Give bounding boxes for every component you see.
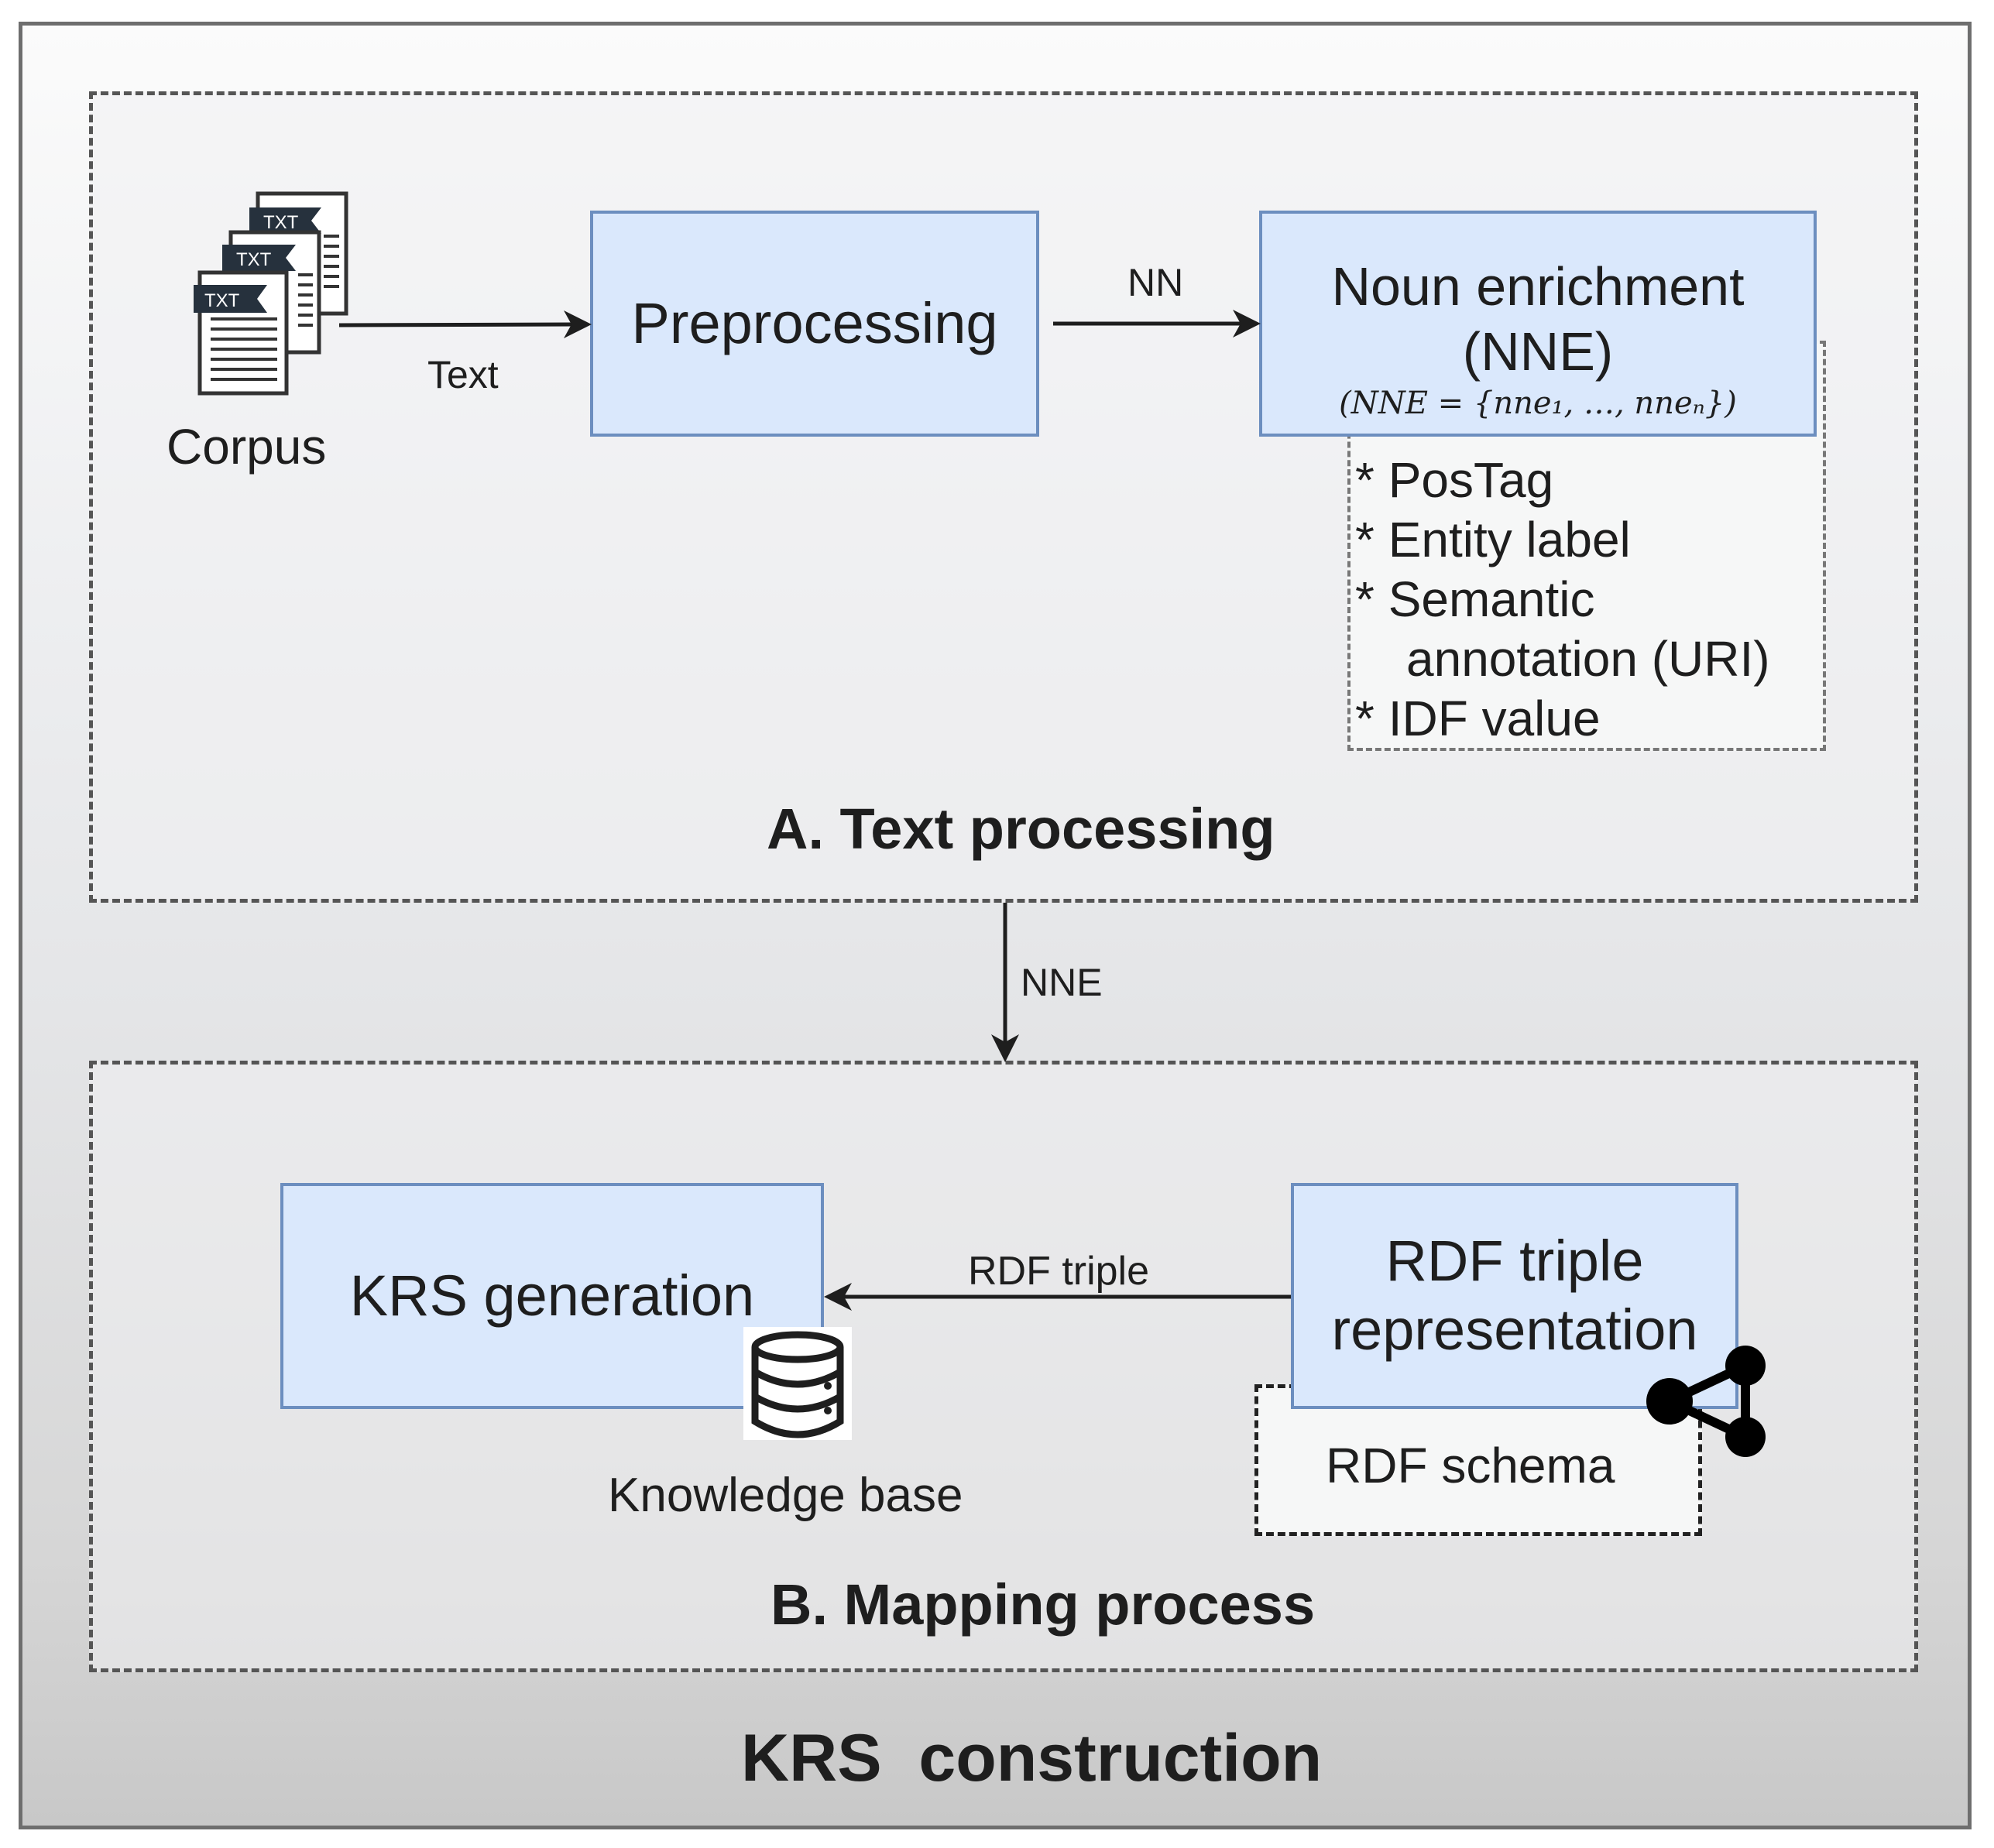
attribute-annotation-uri: annotation (URI) (1406, 631, 1770, 687)
edge-text-label: Text (427, 353, 499, 396)
arrow-section-a-to-b (991, 903, 1019, 1062)
rdf-box-line2: representation (1331, 1298, 1698, 1362)
arrow-rdf-to-krs (824, 1283, 1291, 1311)
nne-formula: (NNE = {nne₁, …, nneₙ}) (1339, 386, 1737, 421)
krs-generation-box: KRS generation (280, 1183, 824, 1409)
corpus-label: Corpus (166, 419, 327, 475)
section-a-title: A. Text processing (767, 797, 1275, 861)
noun-enrichment-box: Noun enrichment (NNE) (NNE = {nne₁, …, n… (1259, 211, 1817, 437)
attribute-postag: * PosTag (1355, 452, 1554, 508)
rdf-schema-label: RDF schema (1326, 1438, 1615, 1493)
attribute-semantic: * Semantic (1355, 571, 1595, 627)
rdf-box-line1: RDF triple (1385, 1229, 1644, 1294)
edge-rdf-triple-label: RDF triple (968, 1249, 1150, 1294)
krs-generation-label: KRS generation (349, 1263, 755, 1328)
rdf-schema-box (1254, 1384, 1702, 1536)
preprocessing-label: Preprocessing (631, 290, 998, 355)
edge-nne-label: NNE (1021, 961, 1103, 1004)
database-icon (743, 1327, 852, 1440)
outer-title: KRS construction (741, 1721, 1323, 1795)
arrow-corpus-to-preprocessing (338, 310, 592, 338)
arrow-preprocessing-to-nne (1053, 310, 1261, 338)
preprocessing-box: Preprocessing (590, 211, 1039, 437)
attribute-entity-label: * Entity label (1355, 512, 1631, 567)
attribute-idf-value: * IDF value (1355, 691, 1601, 746)
section-b-title: B. Mapping process (770, 1572, 1316, 1637)
nne-label-line1: Noun enrichment (1331, 256, 1745, 317)
share-icon (1646, 1346, 1766, 1457)
edge-nn-label: NN (1127, 261, 1184, 304)
nne-label-line2: (NNE) (1462, 321, 1614, 382)
rdf-triple-representation-box: RDF triple representation (1291, 1183, 1738, 1409)
knowledge-base-label: Knowledge base (608, 1469, 963, 1522)
